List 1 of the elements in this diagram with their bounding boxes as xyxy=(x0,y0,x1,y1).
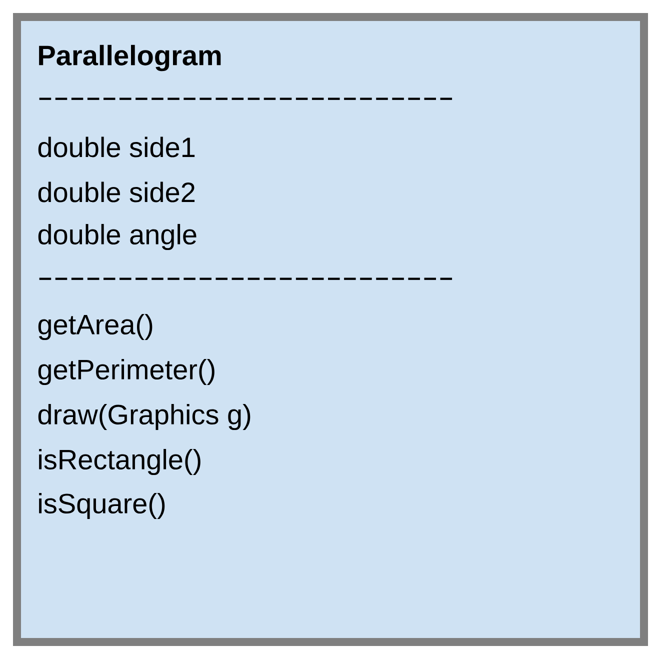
class-box: Parallelogram -------------------------- double side1 double side2 double angle -------------------------- getArea() getPerimeter() draw(Graphics g) isRectangle() isSquare() xyxy=(13,13,648,646)
